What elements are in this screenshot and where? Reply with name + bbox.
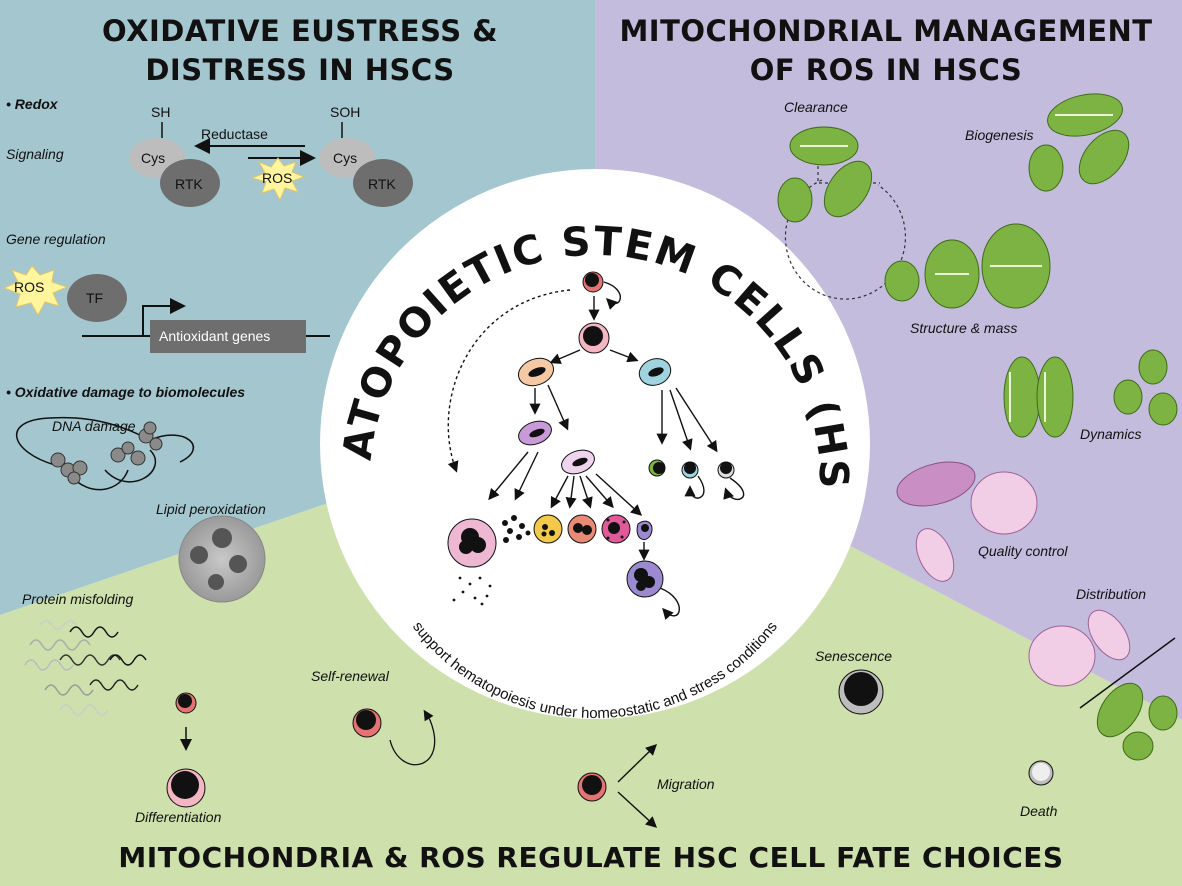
lipid-droplet (178, 515, 266, 603)
label-ros-redox: ROS (262, 170, 293, 186)
label-clearance: Clearance (784, 99, 848, 115)
label-lipid-peroxidation: Lipid peroxidation (156, 501, 266, 517)
label-gene-regulation: Gene regulation (6, 231, 106, 247)
distribution-group (1028, 609, 1178, 761)
quality-control-group (896, 461, 1038, 582)
ros-burst-redox (250, 157, 306, 202)
antioxidant-genes-box (150, 320, 306, 353)
title-top-right-line1: MITOCHONDRIAL MANAGEMENT (619, 14, 1153, 48)
label-distribution: Distribution (1076, 586, 1147, 602)
label-self-renewal: Self-renewal (311, 668, 389, 684)
label-death: Death (1020, 803, 1058, 819)
rtk-right (353, 159, 413, 207)
label-cys-left: Cys (141, 150, 166, 166)
title-top-left-line2: DISTRESS IN HSCS (145, 53, 455, 87)
label-differentiation: Differentiation (135, 809, 222, 825)
cell-fate-group (166, 669, 1054, 828)
label-migration: Migration (657, 776, 715, 792)
label-ros-gene: ROS (14, 279, 45, 295)
label-structure-mass: Structure & mass (910, 320, 1018, 336)
bullet-redox: • Redox (6, 96, 58, 112)
rtk-left (160, 159, 220, 207)
label-signaling: Signaling (6, 146, 64, 162)
hematopoiesis-cells (447, 271, 735, 606)
protein-misfold-group (24, 620, 147, 716)
label-dna-damage: DNA damage (52, 418, 136, 434)
hsc-center-circle (320, 169, 870, 719)
biogenesis-group (1028, 93, 1130, 192)
hematopoiesis-tree (447, 281, 745, 620)
label-sh: SH (151, 104, 171, 120)
label-antioxidant-genes: Antioxidant genes (159, 328, 271, 344)
title-top-right-line2: OF ROS IN HSCS (749, 53, 1023, 87)
redox-signaling-group (129, 122, 413, 207)
label-rtk-right: RTK (368, 176, 396, 192)
label-rtk-left: RTK (175, 176, 203, 192)
label-quality-control: Quality control (978, 543, 1068, 559)
label-senescence: Senescence (815, 648, 893, 664)
gene-regulation-group (2, 265, 330, 353)
dna-damage-group (16, 416, 194, 491)
tf-blob (67, 274, 127, 322)
bullet-oxidative-damage: • Oxidative damage to biomolecules (6, 384, 246, 400)
label-dynamics: Dynamics (1080, 426, 1142, 442)
label-cys-right: Cys (333, 150, 358, 166)
ros-burst-gene (2, 265, 69, 317)
label-biogenesis: Biogenesis (965, 127, 1034, 143)
title-bottom: MITOCHONDRIA & ROS REGULATE HSC CELL FAT… (118, 841, 1064, 874)
label-soh: SOH (330, 104, 361, 120)
title-top-left-line1: OXIDATIVE EUSTRESS & (102, 14, 498, 48)
cristae-hints (800, 114, 1113, 422)
label-tf: TF (86, 290, 104, 306)
label-protein-misfolding: Protein misfolding (22, 591, 134, 607)
label-reductase: Reductase (201, 126, 268, 142)
